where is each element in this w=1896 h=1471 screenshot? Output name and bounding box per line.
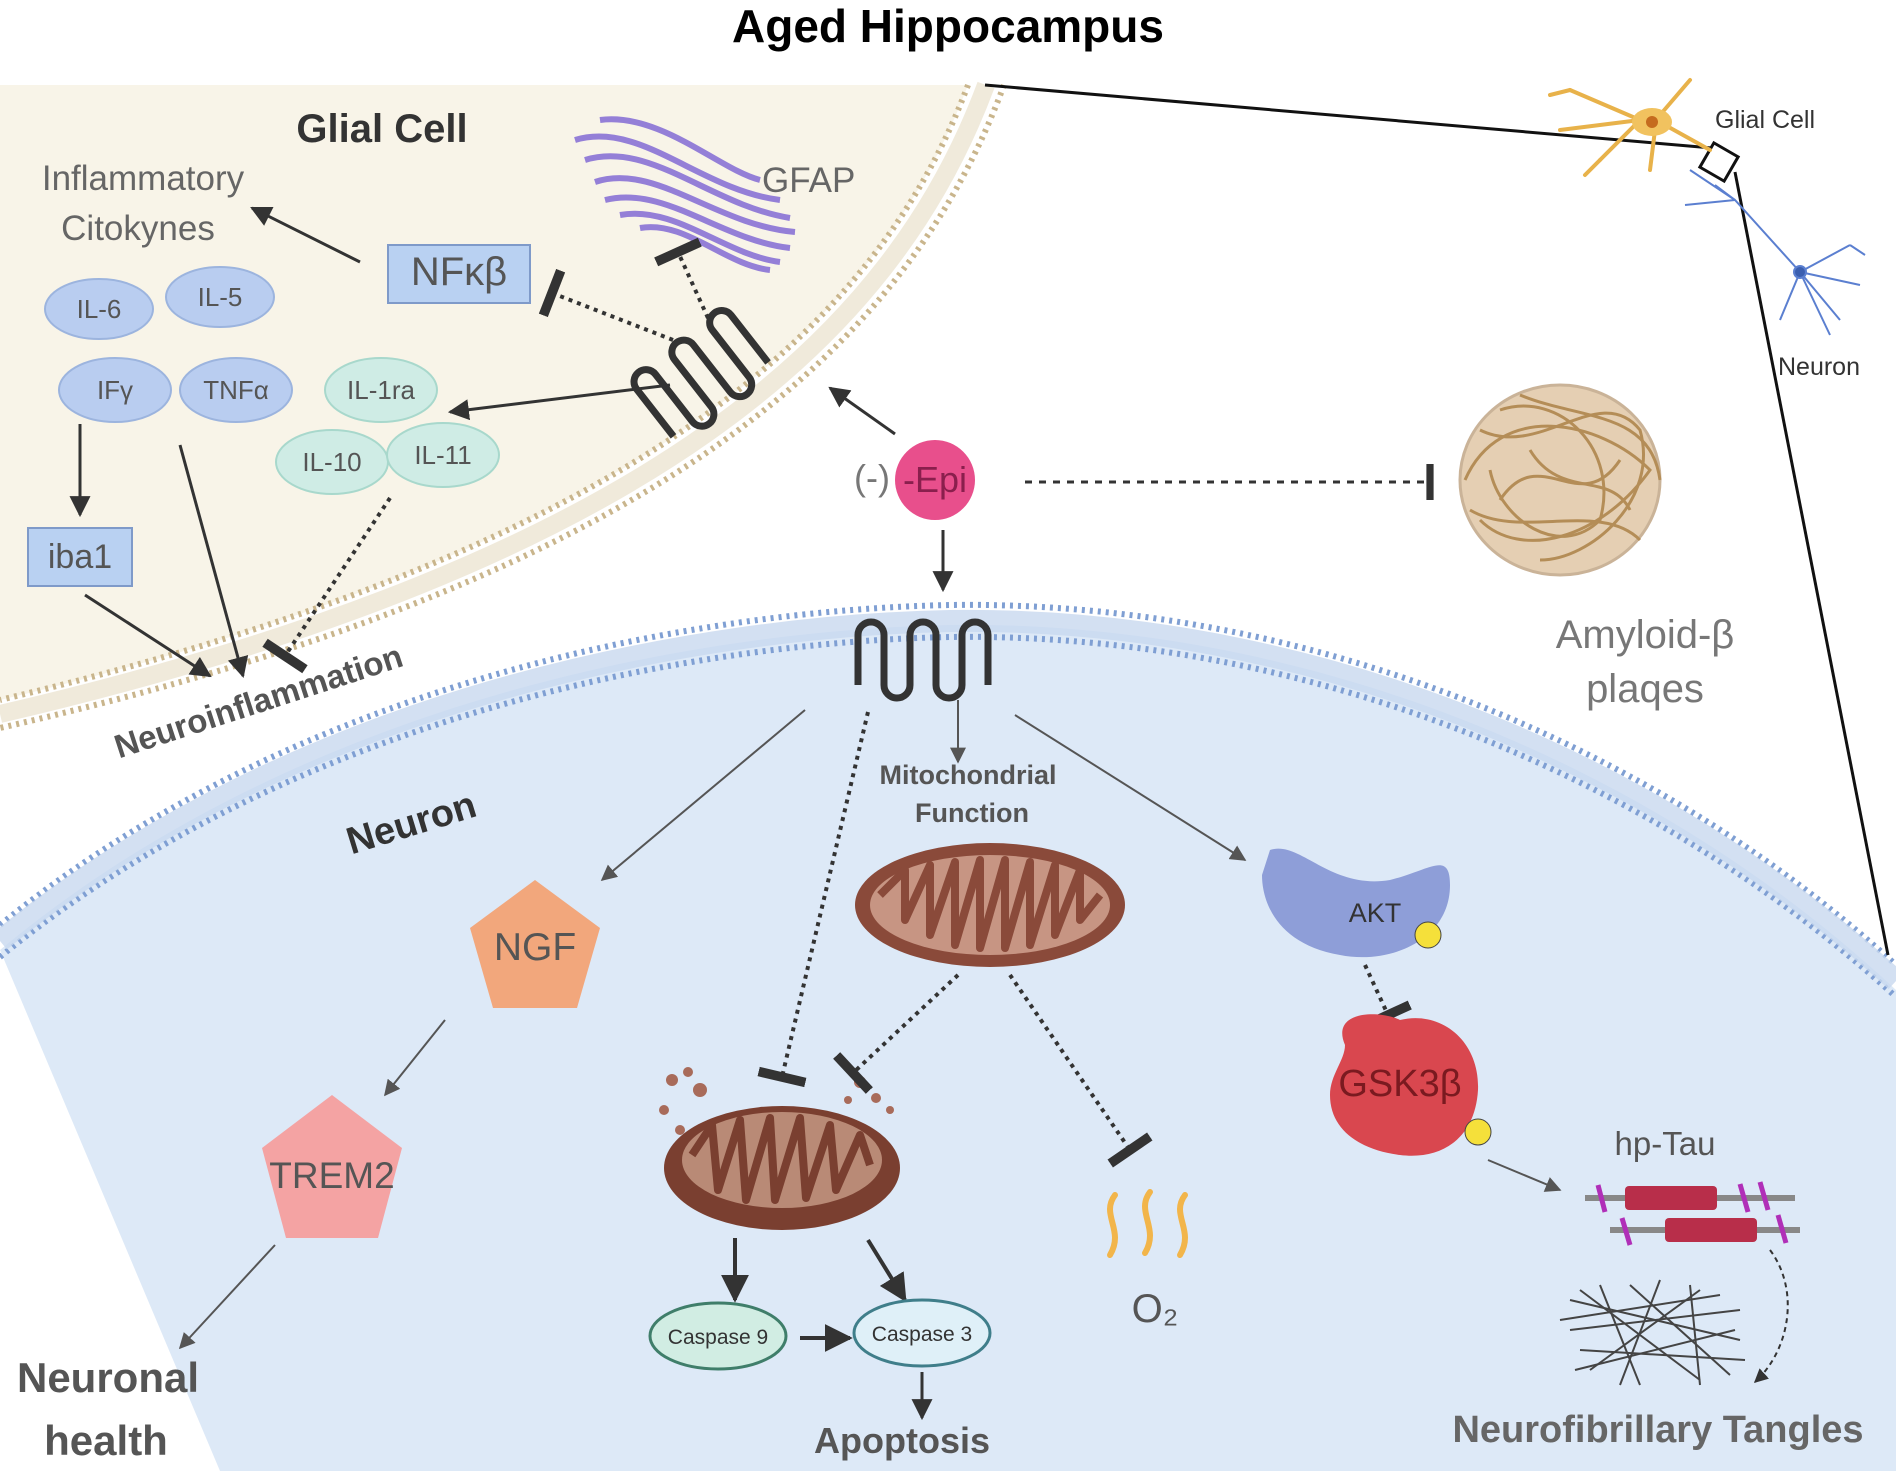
glial-cytoplasm (0, 85, 968, 700)
arrow-trem2-to-neuronal-health (178, 1244, 276, 1350)
o2-label: O₂ (1132, 1287, 1179, 1331)
svg-text:IL-1ra: IL-1ra (347, 375, 415, 405)
inset-glial-cell-icon (1548, 78, 1712, 177)
cytokine-tnfa: TNFα (179, 357, 293, 423)
amyloid-plaque-icon (1458, 383, 1662, 577)
tangles-icon (1559, 1279, 1746, 1386)
arrow-receptor-to-akt (1014, 714, 1247, 861)
inhibit-receptor-to-gfap (654, 237, 710, 319)
inset-zoom-lines (984, 83, 1890, 956)
amyloid-label-line1: Amyloid-β (1556, 613, 1735, 657)
neuronal-health-line2: health (44, 1417, 168, 1464)
inflammatory-label-line1: Inflammatory (42, 159, 245, 198)
akt-phosphate (1414, 921, 1442, 949)
hptau-icon (1585, 1181, 1800, 1246)
arrow-tnfa-to-neuroinflammation (178, 444, 249, 679)
cytokine-il1ra: IL-1ra (324, 357, 438, 423)
cytokine-ifg: IFγ (58, 357, 172, 423)
arrow-damaged-to-caspase3 (866, 1238, 907, 1303)
svg-text:IL-6: IL-6 (77, 294, 122, 324)
inhibit-receptor-to-nfkb (538, 268, 674, 342)
svg-text:IL-11: IL-11 (414, 440, 471, 470)
inset-glial-label: Glial Cell (1715, 106, 1815, 134)
svg-text:Caspase 3: Caspase 3 (872, 1323, 972, 1346)
akt-label: AKT (1349, 898, 1402, 928)
neuron-membrane-core (0, 609, 1896, 990)
caspase9-node: Caspase 9 (648, 1301, 788, 1371)
hptau-label: hp-Tau (1615, 1125, 1716, 1162)
glial-cell-label: Glial Cell (296, 107, 467, 151)
o2-icon (1107, 1189, 1188, 1258)
neuron-region (0, 601, 1896, 1471)
apoptosis-label: Apoptosis (814, 1420, 990, 1461)
mitochondrion-icon (855, 843, 1125, 967)
cytokine-il6: IL-6 (44, 278, 154, 340)
nfkb-label: NFκβ (411, 250, 507, 294)
inhibit-akt-to-gsk3b (1363, 964, 1412, 1030)
arrow-gsk3b-to-tau (1487, 1159, 1562, 1192)
svg-text:IL-10: IL-10 (302, 447, 361, 477)
neuron-cytoplasm (0, 624, 1896, 1471)
epi-circle (895, 440, 975, 520)
ngf-pentagon (470, 880, 600, 1008)
arrow-ngf-to-trem2 (384, 1019, 446, 1097)
tangles-label: Neurofibrillary Tangles (1452, 1409, 1863, 1451)
trem2-label: TREM2 (269, 1155, 394, 1196)
cytokine-il5: IL-5 (165, 266, 275, 328)
glial-receptor (630, 307, 771, 439)
caspase3-node: Caspase 3 (852, 1298, 992, 1368)
gfap-fibrils-icon (574, 116, 796, 273)
neuronal-health-line1: Neuronal (17, 1354, 199, 1401)
diagram-title: Aged Hippocampus (732, 0, 1164, 52)
gfap-label: GFAP (762, 161, 855, 200)
svg-text:IFγ: IFγ (97, 375, 133, 405)
arrow-tau-to-tangles (1753, 1249, 1789, 1383)
akt-shape (1262, 848, 1450, 958)
neuron-receptor (854, 618, 992, 702)
damaged-mitochondrion-icon (659, 1067, 900, 1230)
mito-label-line1: Mitochondrial (880, 760, 1057, 790)
svg-text:TNFα: TNFα (203, 375, 269, 405)
cytokine-il10: IL-10 (275, 429, 389, 495)
inflammatory-label-line2: Citokynes (61, 209, 215, 248)
arrow-receptor-to-antiinflammatory (447, 383, 671, 421)
mito-label-line2: Function (915, 798, 1029, 828)
arrow-iba1-to-neuroinflammation (84, 593, 212, 678)
gsk3b-phosphate (1464, 1118, 1492, 1146)
ngf-label: NGF (494, 926, 576, 969)
arrow-epi-to-glial-receptor (828, 386, 896, 436)
nfkb-box (387, 244, 531, 304)
gsk3b-label: GSK3β (1338, 1063, 1461, 1105)
cytokine-il11: IL-11 (386, 422, 500, 488)
svg-text:Caspase 9: Caspase 9 (668, 1326, 768, 1349)
glial-membrane-inner (0, 83, 1007, 731)
gsk3b-shape (1330, 1014, 1479, 1156)
amyloid-label-line2: plaqes (1586, 667, 1704, 711)
epi-prefix: (-) (854, 457, 890, 498)
trem2-pentagon (262, 1095, 402, 1238)
epi-label: -Epi (903, 459, 967, 500)
inset-neuron-label: Neuron (1778, 353, 1860, 381)
iba1-label: iba1 (48, 538, 112, 576)
inset-neuron-icon (1684, 169, 1866, 336)
iba1-box (27, 527, 133, 587)
arrow-receptor-to-ngf (600, 709, 806, 882)
inhibit-mito-to-damaged-mito (833, 973, 960, 1094)
arrow-nfkb-to-cytokines (250, 206, 361, 264)
svg-text:IL-5: IL-5 (198, 282, 243, 312)
